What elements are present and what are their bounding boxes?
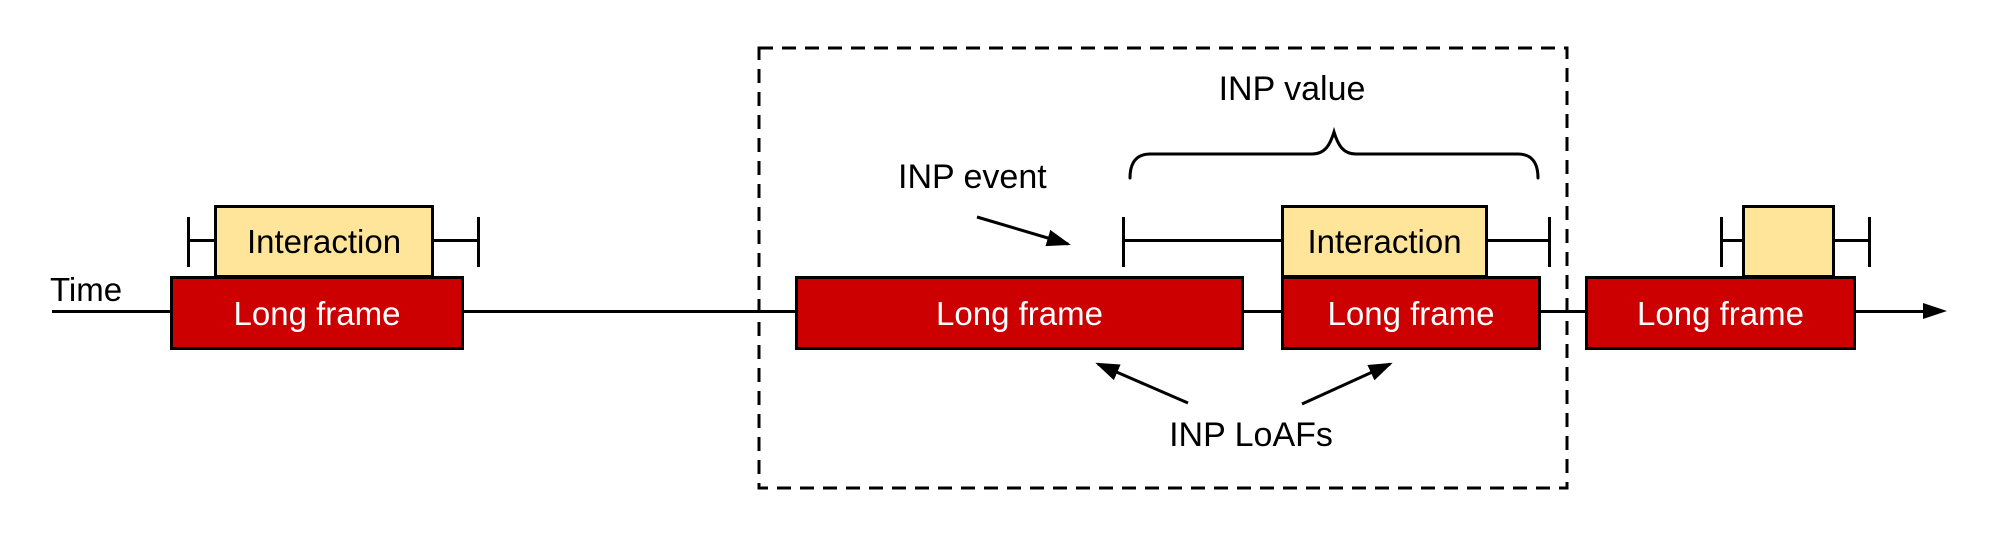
interaction2-end-tick (1548, 217, 1551, 267)
inp-loafs-label: INP LoAFs (1169, 416, 1333, 454)
timeline-arrowhead-icon (1923, 303, 1947, 319)
interaction-box-2: Interaction (1281, 205, 1488, 278)
interaction2-start-tick (1122, 217, 1125, 267)
interaction3-end-tick (1868, 217, 1871, 267)
interaction1-start-tick (187, 217, 190, 267)
interaction-label: Interaction (1307, 223, 1462, 260)
inp-highlight-dashed-box (757, 46, 1569, 490)
inp-event-label: INP event (898, 158, 1047, 196)
inp-event-arrow (976, 215, 1071, 247)
long-frame-label: Long frame (233, 294, 401, 332)
long-frame-box-2: Long frame (795, 276, 1244, 350)
long-frame-box-3: Long frame (1281, 276, 1541, 350)
inp-value-label: INP value (1218, 70, 1366, 108)
long-frame-label: Long frame (1637, 294, 1804, 332)
long-frame-box-4: Long frame (1585, 276, 1856, 350)
interaction-box-3 (1742, 205, 1835, 278)
interaction1-end-tick (477, 217, 480, 267)
interaction3-start-tick (1720, 217, 1723, 267)
inp-loafs-arrow-right (1301, 362, 1393, 406)
long-frame-box-1: Long frame (170, 276, 464, 350)
inp-value-brace (1128, 126, 1540, 180)
time-axis-label: Time (50, 271, 123, 308)
interaction-box-1: Interaction (214, 205, 434, 278)
long-frame-label: Long frame (936, 294, 1103, 332)
inp-loafs-arrow-left (1095, 362, 1189, 405)
long-frame-label: Long frame (1327, 294, 1495, 332)
interaction-label: Interaction (246, 223, 402, 260)
